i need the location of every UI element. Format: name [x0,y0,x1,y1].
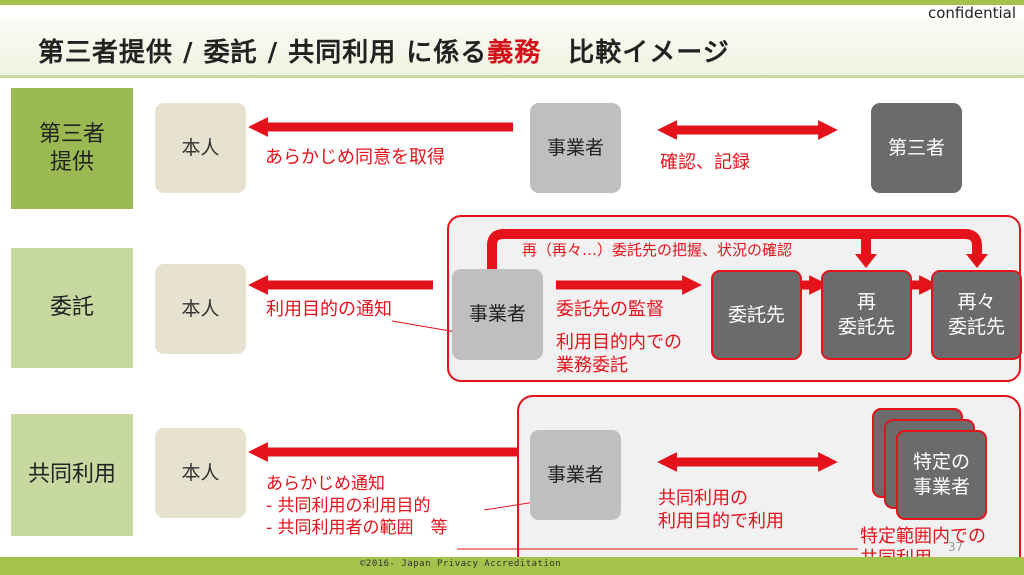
title-tail: 比較イメージ [541,38,730,68]
page-title: 第三者提供 / 委託 / 共同利用 に係る義務 比較イメージ [38,32,730,69]
business-label: 事業者 [468,303,526,326]
category-joint-use: 共同利用 [11,414,133,536]
entrustee-box: 委託先 [711,270,802,360]
top-loop-head-1 [855,254,877,268]
third-party-box: 第三者 [871,103,962,193]
person-box-entrust: 本人 [155,264,246,354]
scope-label: 利用目的内での 業務委託 [556,332,682,376]
consent-label: あらかじめ同意を取得 [265,147,445,168]
copyright-footer: ©2016- Japan Privacy Accreditation [360,559,562,569]
category-joint-use-label: 共同利用 [27,462,116,488]
top-loop-arrow [487,229,982,270]
connector-notify [391,320,457,333]
business-label: 事業者 [546,463,604,486]
specific-business-box: 特定の 事業者 [896,430,987,520]
top-loop-label: 再（再々…）委託先の把握、状況の確認 [522,241,793,259]
category-third-party-label: 第三者 提供 [38,122,105,175]
third-party-label: 第三者 [887,136,945,159]
bottom-accent-bar [0,557,1024,575]
record-label: 確認、記録 [660,152,750,173]
category-third-party: 第三者 提供 [11,88,133,209]
top-accent-bar [0,0,1024,5]
category-entrust: 委託 [11,248,133,368]
person-box-joint: 本人 [155,428,246,518]
title-highlight: 義務 [487,38,542,68]
specific-business-label: 特定の 事業者 [912,451,970,498]
re-entrustee-box: 再 委託先 [821,270,912,360]
business-box-joint: 事業者 [530,430,621,520]
joint-notify-label: あらかじめ通知 - 共同利用の利用目的 - 共同利用者の範囲 等 [266,474,448,539]
business-box-third-party: 事業者 [530,103,621,193]
business-box-entrust: 事業者 [452,269,543,360]
business-label: 事業者 [546,136,604,159]
joint-use-label: 共同利用の 利用目的で利用 [658,488,784,533]
person-label: 本人 [181,297,220,320]
supervise-label: 委託先の監督 [556,299,664,320]
confidential-label: confidential [927,4,1016,22]
title-band [0,20,1024,78]
re-re-entrustee-label: 再々 委託先 [947,291,1005,338]
entrustee-label: 委託先 [727,303,785,326]
title-main: 第三者提供 / 委託 / 共同利用 に係る [38,38,488,68]
person-label: 本人 [181,461,220,484]
re-entrustee-label: 再 委託先 [837,291,895,338]
person-label: 本人 [181,136,220,159]
notify-label: 利用目的の通知 [266,299,392,320]
top-loop-head-2 [966,254,988,268]
page-number: 37 [948,540,964,554]
person-box-third-party: 本人 [155,103,246,193]
connector-joint [483,501,536,511]
re-re-entrustee-box: 再々 委託先 [931,270,1022,360]
category-entrust-label: 委託 [49,295,94,321]
